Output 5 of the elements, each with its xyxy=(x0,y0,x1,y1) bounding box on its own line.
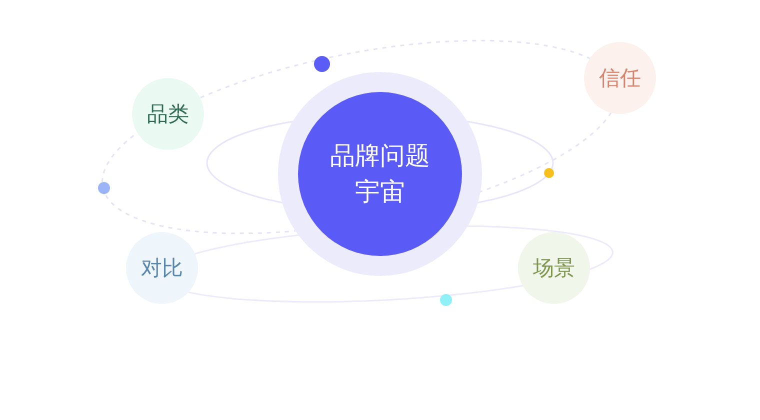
node-label: 信任 xyxy=(598,64,642,92)
node-label: 场景 xyxy=(532,254,576,282)
node-label: 对比 xyxy=(140,254,184,282)
node-label: 品牌问题宇宙 xyxy=(329,140,431,208)
node-label: 品类 xyxy=(146,100,190,128)
